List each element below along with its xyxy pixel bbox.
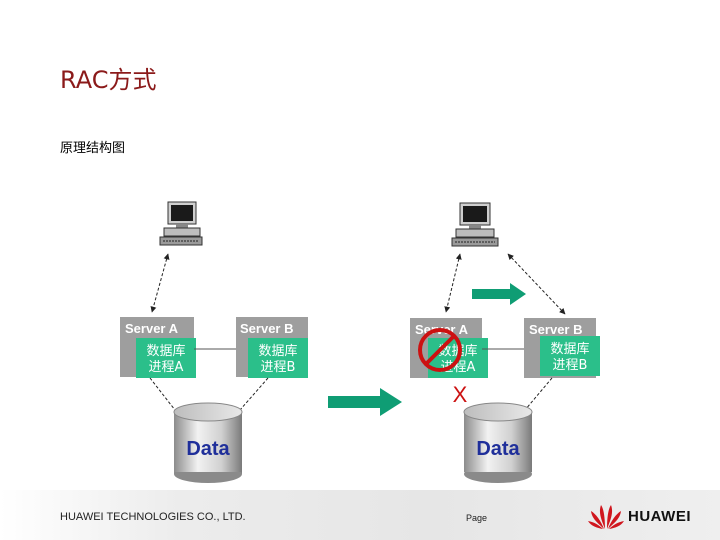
failover-arrow bbox=[472, 283, 526, 305]
connection-client-server-a-left bbox=[150, 253, 170, 313]
failure-mark: X bbox=[453, 382, 468, 407]
rac-diagram: Server A 数据库 进程A Server B 数据库 进程B Data bbox=[120, 201, 600, 483]
process-b-line1-left: 数据库 bbox=[258, 343, 297, 359]
footer-company: HUAWEI TECHNOLOGIES CO., LTD. bbox=[60, 511, 246, 523]
server-a-label-left: Server A bbox=[125, 321, 179, 336]
process-a-line1-left: 数据库 bbox=[146, 343, 185, 359]
process-b-line2-left: 进程B bbox=[261, 360, 296, 375]
huawei-logo-icon bbox=[588, 505, 624, 529]
client-computer-icon-left bbox=[159, 201, 203, 246]
process-b-line1-right: 数据库 bbox=[550, 341, 589, 357]
prohibited-icon bbox=[418, 328, 462, 372]
link-b-storage-right bbox=[524, 377, 553, 411]
server-b-label-left: Server B bbox=[240, 321, 293, 336]
transition-arrow bbox=[328, 388, 402, 416]
server-a-left: Server A 数据库 进程A bbox=[120, 317, 196, 378]
slide-title: RAC方式 bbox=[60, 66, 157, 94]
link-a-storage-left bbox=[149, 377, 176, 411]
link-b-storage-left bbox=[239, 377, 269, 411]
process-a-line2-left: 进程A bbox=[149, 360, 184, 375]
server-b-left: Server B 数据库 进程B bbox=[236, 317, 308, 378]
footer-bar bbox=[0, 490, 720, 540]
process-b-line2-right: 进程B bbox=[553, 358, 588, 373]
storage-label-left: Data bbox=[186, 438, 230, 460]
client-computer-icon-right bbox=[451, 202, 499, 247]
connection-client-server-b-right bbox=[507, 253, 566, 315]
footer-page-label: Page bbox=[466, 513, 488, 523]
storage-label-right: Data bbox=[476, 438, 520, 460]
brand-name: HUAWEI bbox=[628, 508, 691, 525]
connection-client-server-a-right bbox=[444, 253, 462, 313]
slide-subtitle: 原理结构图 bbox=[60, 141, 126, 156]
storage-cylinder-left: Data bbox=[173, 402, 243, 483]
process-a-line2-right: 进程A bbox=[441, 360, 476, 375]
server-b-right: Server B 数据库 进程B bbox=[524, 318, 600, 378]
storage-cylinder-right: Data bbox=[463, 402, 533, 483]
server-b-label-right: Server B bbox=[529, 322, 582, 337]
